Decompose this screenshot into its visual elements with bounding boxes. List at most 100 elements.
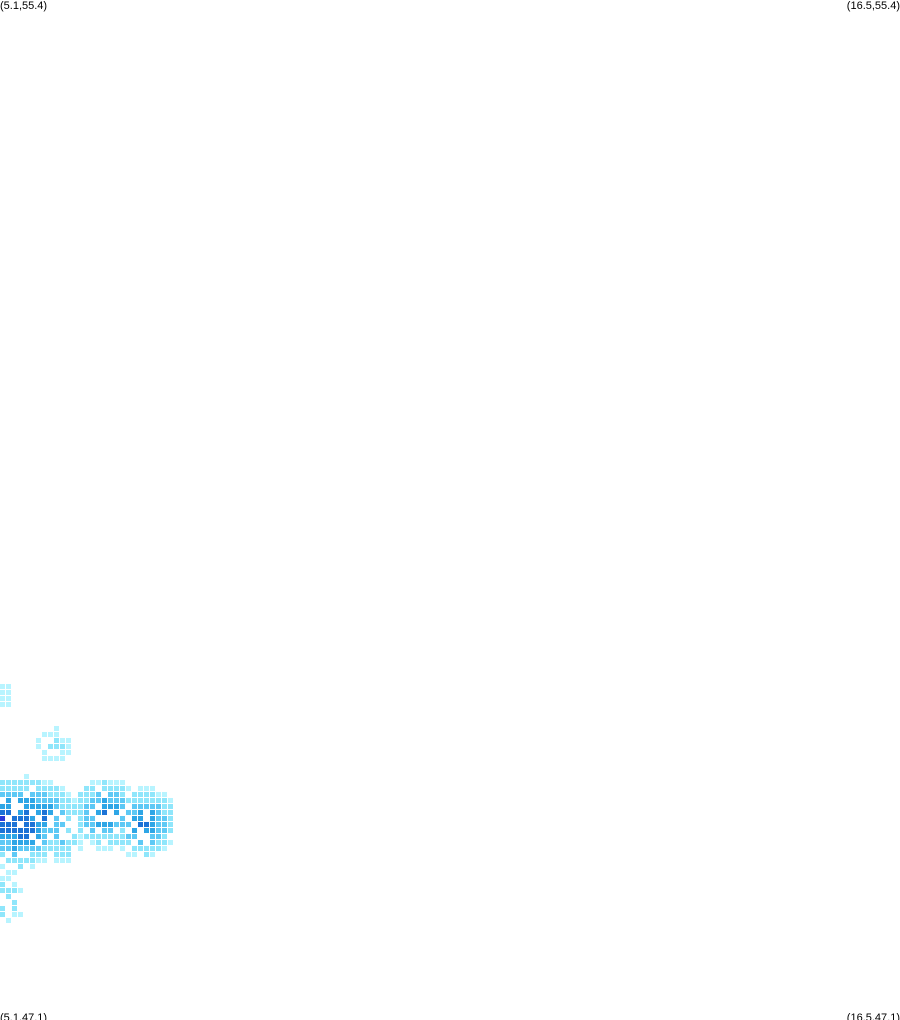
heat-cell bbox=[0, 810, 5, 815]
heat-cell bbox=[168, 840, 173, 845]
heat-cell bbox=[90, 828, 95, 833]
heat-cell bbox=[48, 846, 53, 851]
heat-cell bbox=[60, 738, 65, 743]
heat-cell bbox=[78, 834, 83, 839]
heat-cell bbox=[30, 822, 35, 827]
heat-cell bbox=[162, 798, 167, 803]
heat-cell bbox=[120, 780, 125, 785]
heat-cell bbox=[0, 816, 5, 821]
heat-cell bbox=[30, 780, 35, 785]
heat-cell bbox=[78, 846, 83, 851]
heat-cell bbox=[96, 780, 101, 785]
heat-cell bbox=[18, 798, 23, 803]
heat-cell bbox=[96, 798, 101, 803]
heat-cell bbox=[0, 684, 5, 689]
heat-cell bbox=[12, 786, 17, 791]
heat-cell bbox=[12, 900, 17, 905]
heat-cell bbox=[72, 840, 77, 845]
heat-cell bbox=[90, 792, 95, 797]
corner-label-bottom-right: (16.5,47.1) bbox=[846, 1012, 900, 1020]
heat-cell bbox=[150, 798, 155, 803]
heat-cell bbox=[150, 828, 155, 833]
heat-cell bbox=[150, 822, 155, 827]
heat-cell bbox=[18, 840, 23, 845]
heat-cell bbox=[120, 804, 125, 809]
heat-cell bbox=[168, 828, 173, 833]
heat-cell bbox=[138, 840, 143, 845]
heat-cell bbox=[54, 792, 59, 797]
heat-cell bbox=[132, 852, 137, 857]
heat-cell bbox=[90, 786, 95, 791]
heat-cell bbox=[42, 846, 47, 851]
heat-cell bbox=[114, 786, 119, 791]
heat-cell bbox=[0, 690, 5, 695]
heat-cell bbox=[132, 816, 137, 821]
heat-cell bbox=[144, 804, 149, 809]
heat-cell bbox=[132, 810, 137, 815]
heat-cell bbox=[156, 846, 161, 851]
heat-cell bbox=[48, 828, 53, 833]
heat-cell bbox=[108, 804, 113, 809]
heat-cell bbox=[138, 786, 143, 791]
heat-cell bbox=[48, 840, 53, 845]
heat-cell bbox=[156, 804, 161, 809]
heat-cell bbox=[162, 846, 167, 851]
heat-cell bbox=[54, 834, 59, 839]
heat-cell bbox=[54, 732, 59, 737]
heat-cell bbox=[12, 906, 17, 911]
heat-cell bbox=[48, 732, 53, 737]
heat-cell bbox=[126, 840, 131, 845]
heat-cell bbox=[144, 822, 149, 827]
heat-cell bbox=[114, 804, 119, 809]
heat-cell bbox=[150, 786, 155, 791]
heat-cell bbox=[18, 780, 23, 785]
heat-cell bbox=[12, 822, 17, 827]
heat-cell bbox=[24, 774, 29, 779]
heat-cell bbox=[90, 780, 95, 785]
heat-cell bbox=[156, 828, 161, 833]
heat-cell bbox=[138, 816, 143, 821]
heat-cell bbox=[0, 834, 5, 839]
heat-cell bbox=[114, 792, 119, 797]
heat-cell bbox=[168, 810, 173, 815]
heat-cell bbox=[48, 786, 53, 791]
heat-cell bbox=[12, 834, 17, 839]
heat-cell bbox=[12, 852, 17, 857]
heat-cell bbox=[66, 816, 71, 821]
heat-cell bbox=[102, 786, 107, 791]
heat-cell bbox=[54, 798, 59, 803]
heat-cell bbox=[0, 882, 5, 887]
heat-cell bbox=[72, 798, 77, 803]
heat-cell bbox=[150, 846, 155, 851]
heat-cell bbox=[24, 804, 29, 809]
heat-cell bbox=[168, 804, 173, 809]
heat-cell bbox=[24, 858, 29, 863]
corner-label-top-left: (5.1,55.4) bbox=[0, 0, 48, 12]
heat-cell bbox=[12, 888, 17, 893]
heat-cell bbox=[150, 792, 155, 797]
heat-cell bbox=[114, 798, 119, 803]
heat-cell bbox=[102, 810, 107, 815]
heat-cell bbox=[156, 816, 161, 821]
heat-cell bbox=[90, 834, 95, 839]
heat-cell bbox=[60, 750, 65, 755]
heat-cell bbox=[42, 840, 47, 845]
heat-cell bbox=[66, 828, 71, 833]
heat-cell bbox=[18, 888, 23, 893]
heat-cell bbox=[42, 750, 47, 755]
heat-cell bbox=[12, 840, 17, 845]
heat-cell bbox=[66, 744, 71, 749]
heat-cell bbox=[0, 912, 5, 917]
heat-cell bbox=[42, 852, 47, 857]
heat-cell bbox=[102, 798, 107, 803]
heat-cell bbox=[138, 846, 143, 851]
heat-cell bbox=[0, 786, 5, 791]
heat-cell bbox=[60, 786, 65, 791]
heat-cell bbox=[18, 912, 23, 917]
heat-cell bbox=[66, 852, 71, 857]
heat-cell bbox=[48, 804, 53, 809]
heat-cell bbox=[36, 744, 41, 749]
heat-cell bbox=[114, 810, 119, 815]
heat-cell bbox=[162, 816, 167, 821]
heat-cell bbox=[12, 828, 17, 833]
